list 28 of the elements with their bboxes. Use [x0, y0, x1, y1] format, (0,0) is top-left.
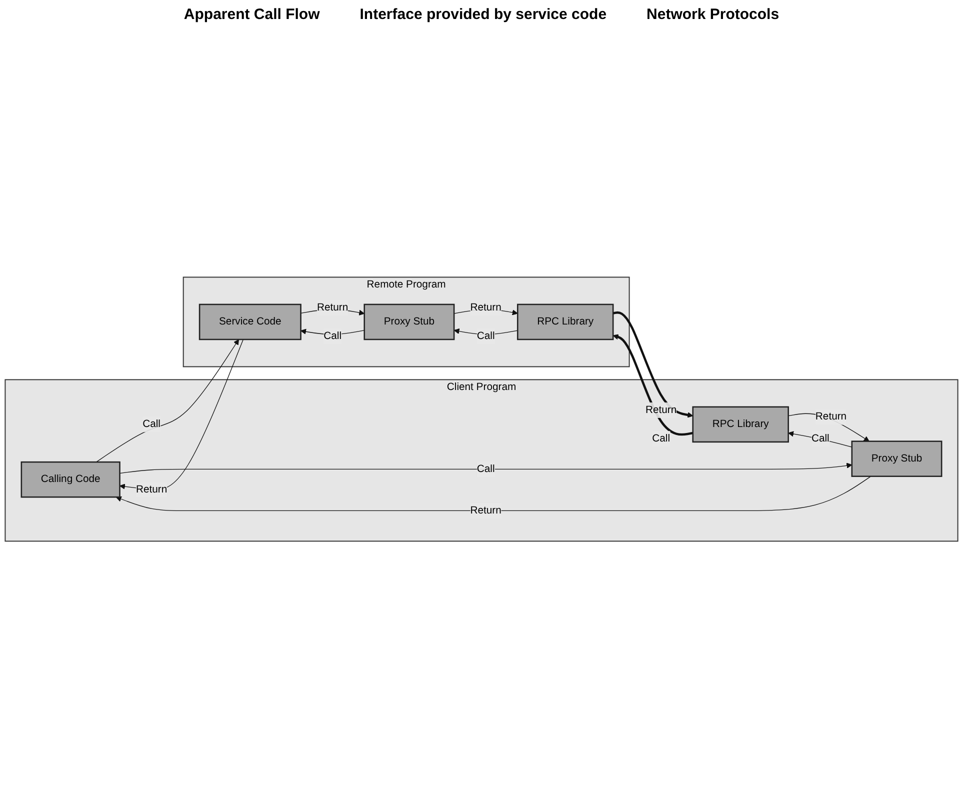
edge-label: Call: [324, 330, 342, 342]
edge-label: Return: [316, 302, 348, 313]
annotation-text: Interface provided by service code: [360, 6, 607, 23]
annotation-text: Apparent Call Flow: [184, 6, 320, 23]
arrow: [612, 334, 694, 436]
edge-label: Call: [476, 330, 495, 342]
edge-label: Return: [470, 302, 502, 313]
edge-label: Return: [815, 411, 847, 422]
edge-label: Return: [136, 484, 168, 495]
node-box: RPC Library: [692, 406, 789, 442]
node-box: Calling Code: [20, 461, 120, 498]
arrow: [788, 430, 852, 448]
annotation-text: Network Protocols: [646, 6, 780, 23]
arrow: [120, 338, 244, 490]
edge-label: Call: [476, 463, 495, 474]
node-box: Proxy Stub: [851, 440, 942, 477]
edge-label: Call: [142, 418, 160, 430]
arrow: [116, 476, 872, 511]
edge-label: Return: [646, 404, 677, 416]
node-box: Proxy Stub: [364, 304, 455, 340]
edge-label: Call: [652, 432, 670, 444]
arrow: [96, 339, 239, 462]
arrow: [119, 462, 852, 474]
arrow: [612, 311, 694, 418]
node-box: RPC Library: [516, 304, 614, 340]
node-box: Service Code: [198, 304, 302, 340]
edge-label: Return: [470, 504, 502, 516]
edge-label: Call: [811, 432, 830, 444]
